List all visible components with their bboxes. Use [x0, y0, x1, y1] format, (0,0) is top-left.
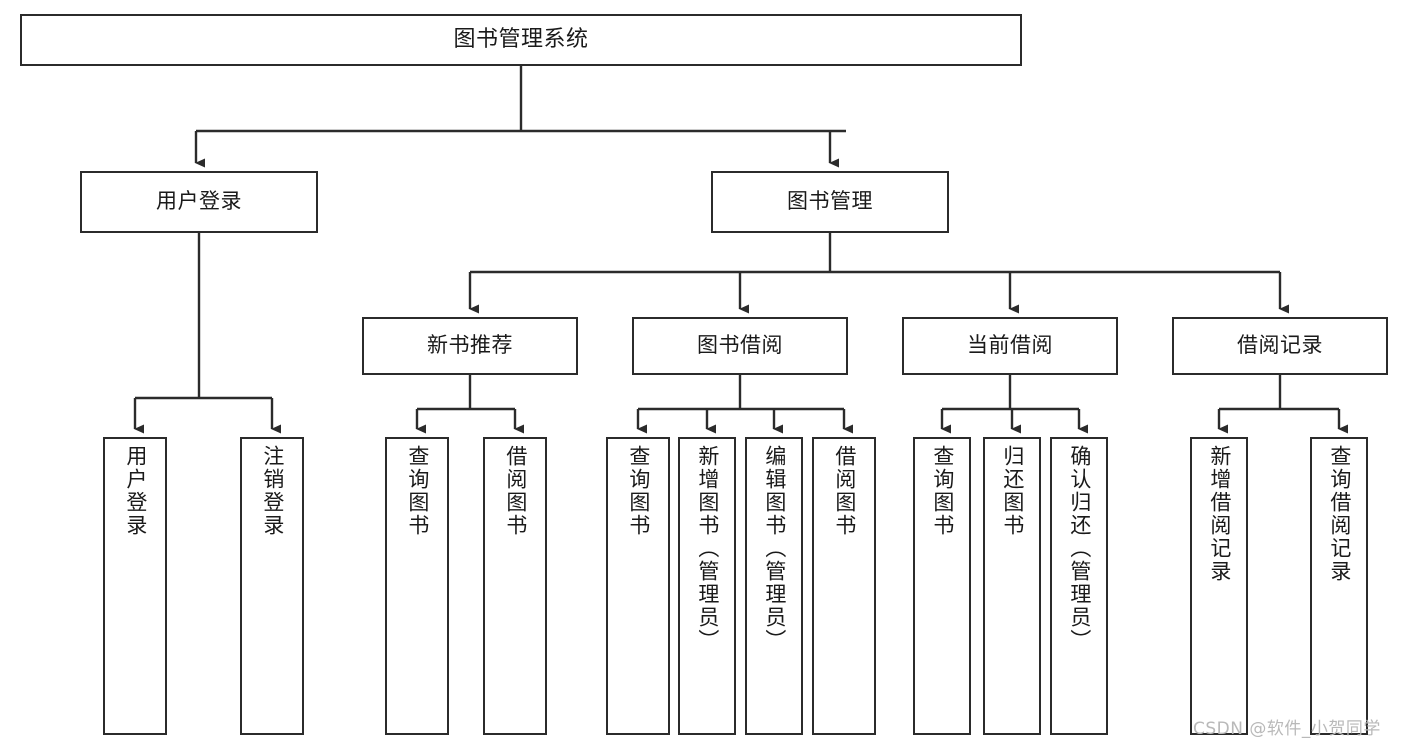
node-user-login-label: 用户登录 — [156, 189, 242, 214]
node-leaf-edit-book-label: 编辑图书（管理员） — [762, 445, 787, 652]
node-leaf-add-record[interactable]: 新增借阅记录 — [1190, 437, 1248, 735]
node-leaf-edit-book[interactable]: 编辑图书（管理员） — [745, 437, 803, 735]
node-book-borrow[interactable]: 图书借阅 — [632, 317, 848, 375]
node-book-manage[interactable]: 图书管理 — [711, 171, 949, 233]
node-leaf-query-book-3-label: 查询图书 — [930, 445, 955, 537]
node-leaf-confirm-return[interactable]: 确认归还（管理员） — [1050, 437, 1108, 735]
node-borrow-record[interactable]: 借阅记录 — [1172, 317, 1388, 375]
node-leaf-borrow-book-2[interactable]: 借阅图书 — [812, 437, 876, 735]
node-leaf-confirm-return-label: 确认归还（管理员） — [1067, 445, 1092, 652]
node-leaf-return-book-label: 归还图书 — [1000, 445, 1025, 537]
node-leaf-query-book-3[interactable]: 查询图书 — [913, 437, 971, 735]
node-current-borrow-label: 当前借阅 — [967, 333, 1053, 358]
node-current-borrow[interactable]: 当前借阅 — [902, 317, 1118, 375]
node-leaf-logout[interactable]: 注销登录 — [240, 437, 304, 735]
node-user-login[interactable]: 用户登录 — [80, 171, 318, 233]
node-leaf-borrow-book-2-label: 借阅图书 — [832, 445, 857, 537]
node-new-book-rec[interactable]: 新书推荐 — [362, 317, 578, 375]
node-book-borrow-label: 图书借阅 — [697, 333, 783, 358]
node-leaf-borrow-book-1[interactable]: 借阅图书 — [483, 437, 547, 735]
node-leaf-borrow-book-1-label: 借阅图书 — [503, 445, 528, 537]
node-root-label: 图书管理系统 — [453, 26, 589, 52]
node-borrow-record-label: 借阅记录 — [1237, 333, 1323, 358]
node-leaf-return-book[interactable]: 归还图书 — [983, 437, 1041, 735]
node-leaf-query-record[interactable]: 查询借阅记录 — [1310, 437, 1368, 735]
node-book-manage-label: 图书管理 — [787, 189, 873, 214]
node-leaf-add-record-label: 新增借阅记录 — [1207, 445, 1232, 583]
node-leaf-query-book-1-label: 查询图书 — [405, 445, 430, 537]
node-leaf-query-record-label: 查询借阅记录 — [1327, 445, 1352, 583]
node-leaf-user-login-label: 用户登录 — [123, 445, 148, 537]
node-leaf-query-book-1[interactable]: 查询图书 — [385, 437, 449, 735]
node-root[interactable]: 图书管理系统 — [20, 14, 1022, 66]
node-leaf-user-login[interactable]: 用户登录 — [103, 437, 167, 735]
node-leaf-logout-label: 注销登录 — [260, 445, 285, 537]
node-leaf-query-book-2[interactable]: 查询图书 — [606, 437, 670, 735]
node-leaf-add-book-label: 新增图书（管理员） — [695, 445, 720, 652]
node-leaf-query-book-2-label: 查询图书 — [626, 445, 651, 537]
node-leaf-add-book[interactable]: 新增图书（管理员） — [678, 437, 736, 735]
node-new-book-rec-label: 新书推荐 — [427, 333, 513, 358]
